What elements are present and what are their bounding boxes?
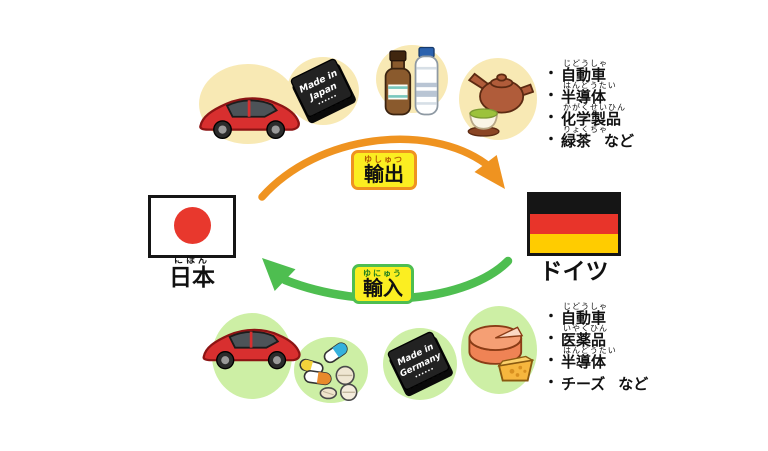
chip-pins: [311, 98, 350, 122]
import-goods-list: ・ じどうしゃ自動車 ・ いやくひん医薬品 ・ はんどうたい半導体 ・ チーズな…: [544, 302, 754, 393]
bullet: ・: [544, 331, 558, 347]
furigana: かがくせいひん: [563, 103, 626, 112]
teapot-green-tea-icon: [467, 72, 534, 137]
list-item: ・ じどうしゃ自動車: [544, 302, 754, 327]
tea-surface: [469, 108, 498, 119]
import-label: ゆにゅう 輸入: [352, 264, 414, 304]
import-arrow-head: [262, 258, 296, 291]
item-label: 自動車: [561, 66, 607, 84]
germany-stripe-gold: [530, 233, 618, 253]
japan-flag: [148, 195, 236, 258]
made-in-japan-chip-icon: Made in Japan: [290, 58, 356, 124]
capsule-blue: [323, 342, 348, 364]
chip-dots: [415, 367, 433, 378]
car-windows: [228, 330, 280, 349]
germany-name: ドイツ: [539, 259, 609, 285]
furigana: りょくちゃ: [563, 125, 608, 134]
item-label: 自動車: [561, 309, 607, 327]
export-label-furigana: ゆしゅつ: [364, 155, 404, 164]
import-label-furigana: ゆにゅう: [363, 269, 403, 278]
bullet: ・: [544, 132, 558, 148]
item-label: 半導体: [561, 353, 607, 371]
bullet: ・: [544, 66, 558, 82]
red-car-icon: [202, 328, 301, 370]
car-hub-front: [221, 356, 230, 365]
car-hub-rear: [272, 356, 282, 365]
bullet: ・: [544, 110, 558, 126]
capsule-orange: [303, 370, 332, 386]
cheese-icon: [468, 325, 535, 382]
chip-group: Made in Japan: [290, 58, 356, 124]
list-item: ・ りょくちゃ緑茶など: [544, 125, 754, 150]
japan-flag-disc: [173, 207, 211, 244]
item-label: 緑茶: [561, 132, 592, 150]
medicine-pills-icon: [299, 342, 358, 402]
furigana: いやくひん: [563, 324, 608, 333]
import-label-text: 輸入: [363, 276, 403, 300]
brown-bottle: [384, 50, 412, 116]
japan-name: 日本: [169, 265, 215, 291]
bullet: ・: [544, 353, 558, 369]
car-hub-front: [218, 125, 227, 134]
white-bottle: [414, 46, 439, 116]
germany-label: ドイツ: [520, 260, 628, 284]
list-item: ・ いやくひん医薬品: [544, 324, 754, 349]
japan-furigana: にほん: [173, 256, 210, 266]
furigana: じどうしゃ: [563, 59, 608, 68]
item-label: 半導体: [561, 88, 607, 106]
cheese-wheel: [468, 325, 524, 365]
germany-stripe-black: [530, 195, 618, 215]
item-label: 医薬品: [561, 331, 607, 349]
furigana: はんどうたい: [563, 81, 617, 90]
japan-label: にほん 日本: [138, 256, 246, 290]
furigana: はんどうたい: [563, 346, 617, 355]
teapot: [467, 72, 534, 114]
chip-pins: [408, 371, 447, 395]
tea-cup: [467, 108, 500, 137]
list-item: ・ はんどうたい半導体: [544, 81, 754, 106]
bullet: ・: [544, 88, 558, 104]
list-item: ・ じどうしゃ自動車: [544, 59, 754, 84]
list-item: ・ かがくせいひん化学製品: [544, 103, 754, 128]
item-label: チーズ: [561, 375, 606, 393]
chemical-bottles-icon: [384, 46, 439, 116]
red-car-icon: [199, 97, 300, 139]
item-suffix: など: [604, 132, 635, 150]
export-label: ゆしゅつ 輸出: [351, 150, 417, 190]
chip-top: [387, 331, 450, 390]
list-item: ・ はんどうたい半導体: [544, 346, 754, 371]
car-windows: [225, 99, 279, 118]
teapot-knob: [496, 73, 507, 82]
bullet: ・: [544, 375, 558, 391]
germany-stripe-red: [530, 214, 618, 234]
cheese-wedge: [497, 355, 535, 382]
car-hub-rear: [271, 125, 280, 134]
export-arrow-curve: [258, 135, 490, 201]
capsule-yellow: [299, 358, 324, 375]
export-arrow-head: [474, 155, 505, 189]
germany-flag: [527, 192, 621, 256]
furigana: じどうしゃ: [563, 302, 608, 311]
export-goods-list: ・ じどうしゃ自動車 ・ はんどうたい半導体 ・ かがくせいひん化学製品 ・ り…: [544, 59, 754, 150]
export-label-text: 輸出: [364, 162, 404, 186]
chip-dots: [318, 94, 336, 105]
item-suffix: など: [618, 375, 649, 393]
made-in-germany-chip-icon: Made in Germany: [387, 331, 453, 397]
list-item: ・ チーズなど: [544, 369, 754, 393]
tablets: [319, 365, 358, 402]
item-label: 化学製品: [561, 110, 622, 128]
bullet: ・: [544, 309, 558, 325]
chip-group: Made in Germany: [387, 331, 453, 397]
